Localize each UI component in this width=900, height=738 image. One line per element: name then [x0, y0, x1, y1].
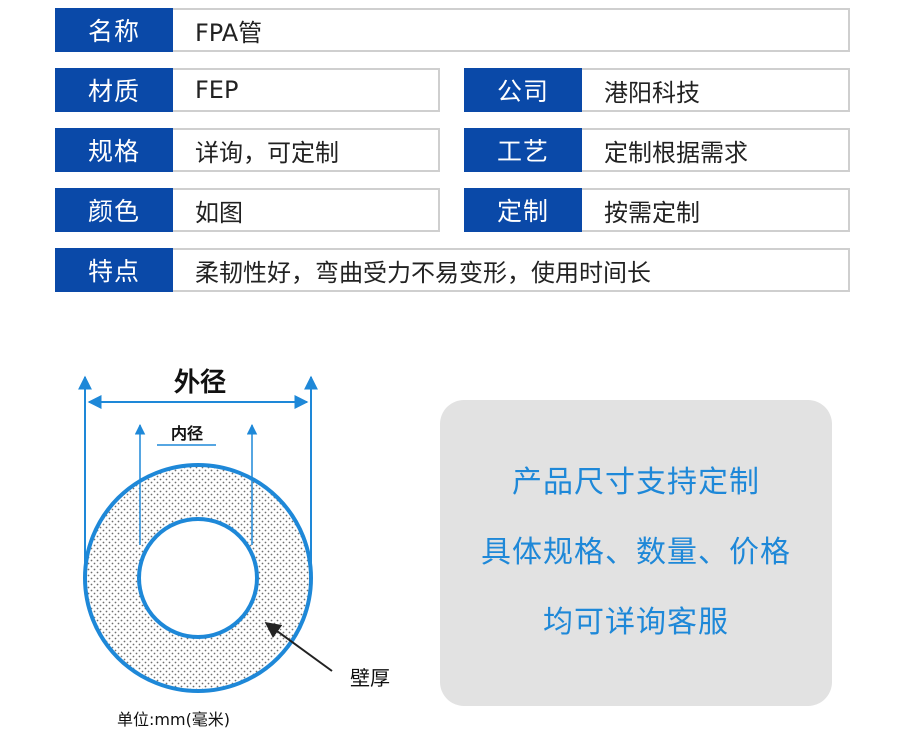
spec-value-process: 定制根据需求 [582, 128, 850, 172]
unit-label: 单位:mm(毫米) [117, 710, 230, 729]
spec-row-custom: 定制 按需定制 [464, 188, 850, 232]
outer-diameter-label: 外径 [174, 368, 226, 398]
inner-diameter-label: 内径 [171, 424, 203, 443]
spec-label-custom: 定制 [464, 188, 582, 232]
tube-cross-section-diagram: 外径 内径 壁厚 单位:mm(毫米) [78, 368, 390, 729]
info-line-1: 产品尺寸支持定制 [512, 465, 760, 500]
spec-label-process: 工艺 [464, 128, 582, 172]
spec-row-company: 公司 港阳科技 [464, 68, 850, 112]
spec-row-process: 工艺 定制根据需求 [464, 128, 850, 172]
spec-label-feature: 特点 [55, 248, 173, 292]
info-line-3: 均可详询客服 [543, 605, 729, 640]
tube-outer-wall [85, 465, 311, 691]
wall-thickness-pointer [264, 622, 333, 672]
spec-row-material: 材质 FEP [55, 68, 440, 112]
spec-value-feature: 柔韧性好，弯曲受力不易变形，使用时间长 [173, 248, 850, 292]
customization-info-box: 产品尺寸支持定制 具体规格、数量、价格 均可详询客服 [440, 400, 832, 706]
spec-value-color: 如图 [173, 188, 440, 232]
spec-value-name: FPA管 [173, 8, 850, 52]
spec-value-material: FEP [173, 68, 440, 112]
spec-label-material: 材质 [55, 68, 173, 112]
spec-row-color: 颜色 如图 [55, 188, 440, 232]
tube-inner-edge [137, 517, 259, 639]
spec-label-company: 公司 [464, 68, 582, 112]
spec-label-size: 规格 [55, 128, 173, 172]
spec-value-size: 详询，可定制 [173, 128, 440, 172]
info-line-2: 具体规格、数量、价格 [481, 535, 791, 570]
wall-thickness-label: 壁厚 [350, 666, 390, 690]
spec-value-custom: 按需定制 [582, 188, 850, 232]
spec-label-color: 颜色 [55, 188, 173, 232]
spec-row-feature: 特点 柔韧性好，弯曲受力不易变形，使用时间长 [55, 248, 850, 292]
spec-row-size: 规格 详询，可定制 [55, 128, 440, 172]
spec-row-name: 名称 FPA管 [55, 8, 850, 52]
spec-label-name: 名称 [55, 8, 173, 52]
spec-value-company: 港阳科技 [582, 68, 850, 112]
